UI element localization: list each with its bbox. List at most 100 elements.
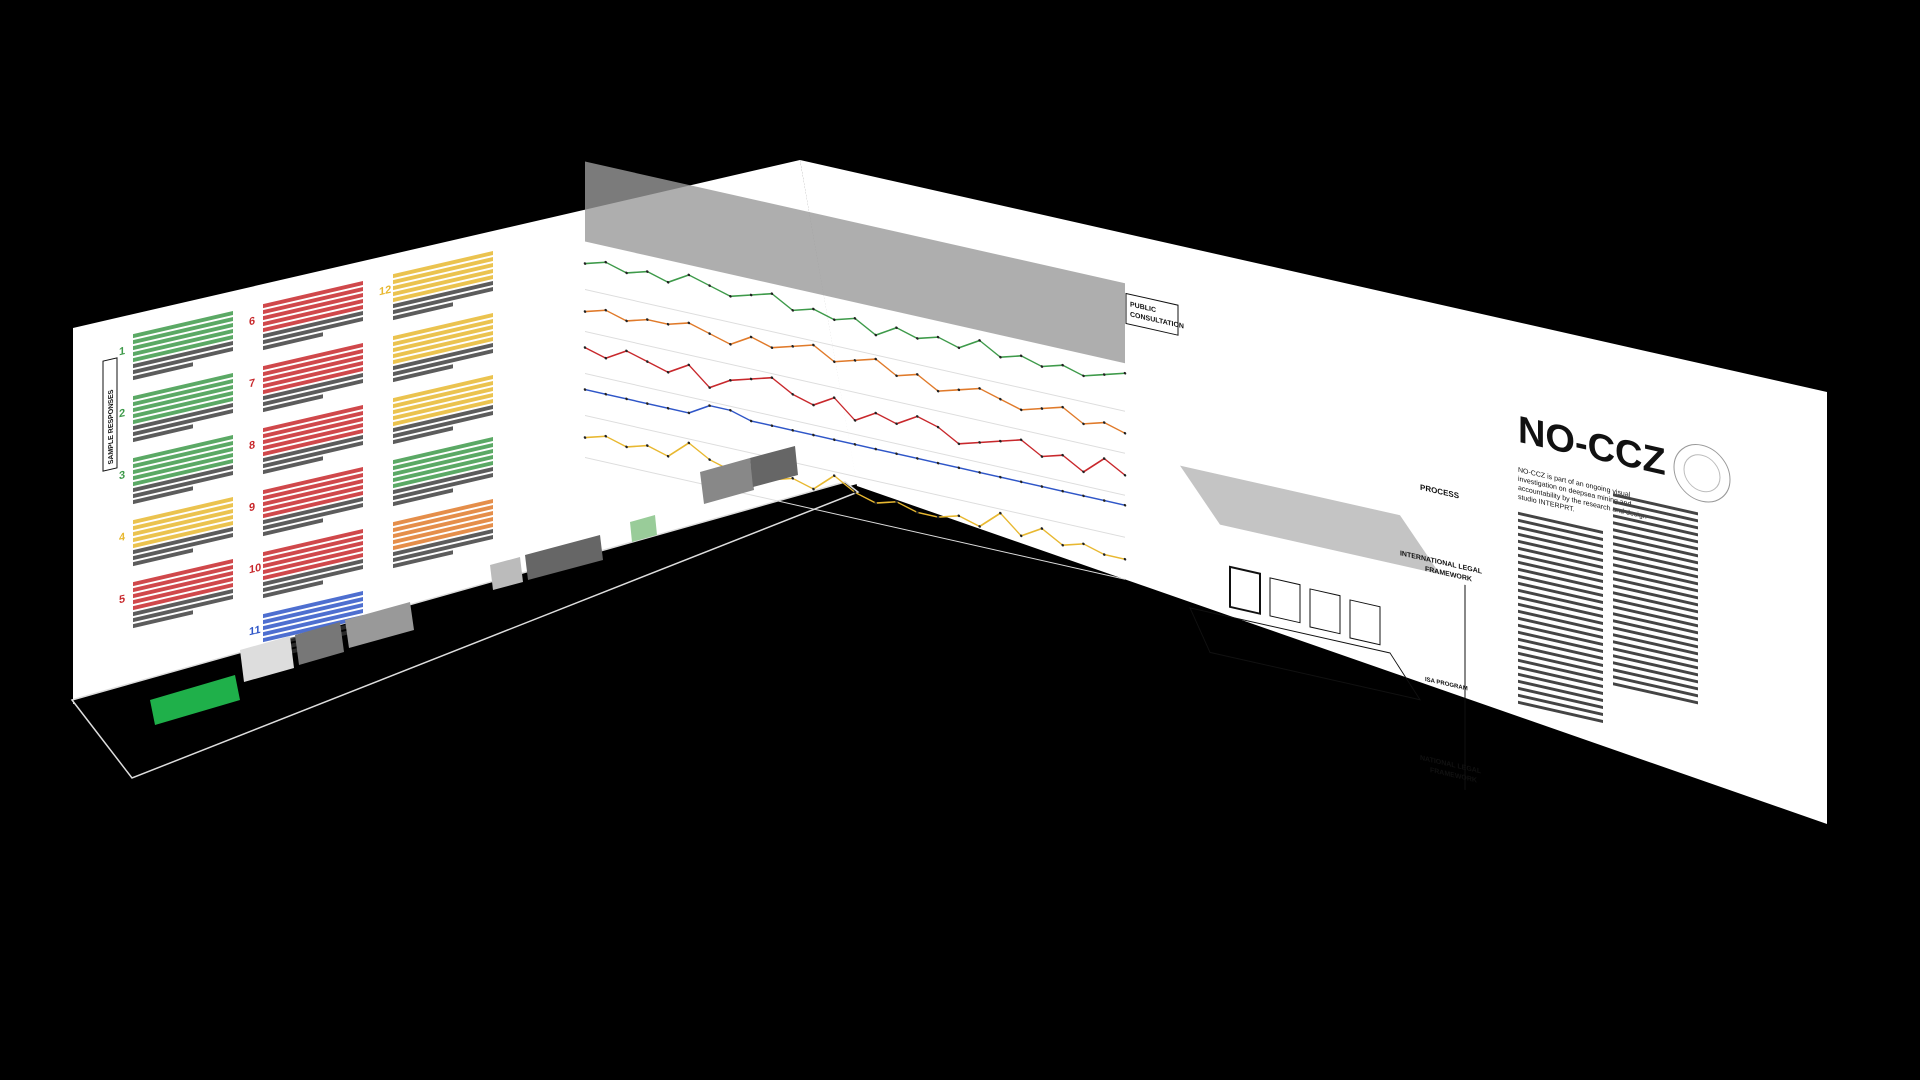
- gridline: [585, 289, 1125, 412]
- response-number: 10: [249, 562, 261, 577]
- data-point: [853, 359, 857, 362]
- body-text-line: [1518, 553, 1603, 576]
- data-point: [812, 403, 815, 407]
- data-point: [1102, 457, 1106, 460]
- response-text-line: [393, 313, 493, 341]
- response-text-line: [133, 403, 233, 431]
- data-point: [1123, 431, 1127, 435]
- response-text-line: [263, 379, 363, 407]
- body-text-line: [1613, 661, 1698, 684]
- data-point: [1061, 543, 1064, 547]
- data-point: [1040, 485, 1044, 488]
- data-point: [1040, 365, 1044, 368]
- response-text-line: [393, 505, 493, 533]
- data-point: [770, 424, 774, 428]
- response-text-line: [263, 287, 363, 315]
- response-text-line: [133, 595, 233, 623]
- data-point: [916, 511, 919, 514]
- data-point: [687, 363, 691, 367]
- body-text-line: [1613, 668, 1698, 691]
- data-point: [916, 415, 919, 418]
- response-text-line: [133, 373, 233, 401]
- response-text-line: [133, 409, 233, 437]
- data-point: [791, 393, 794, 396]
- data-point: [1019, 408, 1023, 412]
- data-point: [936, 335, 940, 339]
- response-text-line: [263, 394, 323, 413]
- body-text-line: [1518, 609, 1603, 632]
- response-text-line: [263, 565, 363, 593]
- response-text-line: [393, 461, 493, 489]
- body-text-line: [1518, 595, 1603, 618]
- body-text-line: [1613, 591, 1698, 614]
- data-point: [770, 292, 774, 296]
- data-point: [1102, 373, 1106, 376]
- response-text-line: [393, 523, 493, 551]
- response-text-line: [263, 373, 363, 401]
- data-point: [978, 339, 981, 342]
- data-point: [687, 273, 691, 277]
- response-text-line: [133, 497, 233, 525]
- data-point: [1123, 503, 1127, 507]
- response-text-line: [263, 553, 363, 581]
- data-point: [1019, 534, 1023, 538]
- response-text-line: [393, 251, 493, 279]
- response-text-line: [393, 319, 493, 347]
- body-text-line: [1518, 511, 1603, 534]
- data-point: [749, 293, 753, 297]
- un-emblem: [1673, 444, 1731, 503]
- response-text-line: [393, 337, 493, 365]
- data-point: [583, 310, 587, 313]
- response-text-line: [263, 473, 363, 501]
- response-text-line: [263, 332, 323, 351]
- data-point: [1061, 489, 1064, 493]
- data-point: [666, 370, 670, 374]
- response-text-line: [133, 509, 233, 537]
- response-text-line: [393, 437, 493, 465]
- response-text-line: [133, 329, 233, 357]
- response-text-line: [263, 503, 363, 531]
- data-point: [666, 454, 670, 458]
- body-text-line: [1518, 665, 1603, 688]
- response-text-line: [133, 459, 233, 487]
- response-number: 9: [249, 501, 255, 514]
- data-point: [604, 308, 608, 312]
- response-text-line: [393, 349, 493, 377]
- response-text-line: [133, 335, 233, 363]
- response-text-line: [263, 547, 363, 575]
- response-text-line: [393, 550, 453, 569]
- data-point: [646, 402, 649, 405]
- body-text-line: [1613, 556, 1698, 579]
- data-point: [1082, 494, 1085, 498]
- response-text-line: [393, 387, 493, 415]
- response-text-line: [133, 311, 233, 339]
- response-text-line: [393, 393, 493, 421]
- data-point: [853, 443, 857, 446]
- response-text-line: [393, 325, 493, 353]
- body-text-line: [1613, 493, 1698, 516]
- data-point: [625, 319, 628, 323]
- data-point: [832, 474, 836, 478]
- body-text-line: [1613, 647, 1698, 670]
- response-text-line: [133, 447, 233, 475]
- data-point: [646, 270, 649, 273]
- response-text-line: [393, 511, 493, 539]
- response-text-line: [133, 577, 233, 605]
- response-text-line: [393, 287, 493, 315]
- response-text-line: [263, 311, 363, 339]
- data-point: [978, 387, 981, 390]
- data-point: [646, 360, 649, 363]
- data-point: [936, 515, 940, 519]
- response-text-line: [393, 411, 493, 439]
- data-point: [874, 501, 878, 505]
- body-text-line: [1613, 640, 1698, 663]
- response-text-line: [393, 364, 453, 383]
- response-text-line: [263, 541, 363, 569]
- body-text-line: [1518, 560, 1603, 583]
- data-point: [916, 457, 919, 460]
- data-point: [999, 475, 1002, 479]
- response-text-line: [263, 518, 323, 537]
- response-text-line: [133, 391, 233, 419]
